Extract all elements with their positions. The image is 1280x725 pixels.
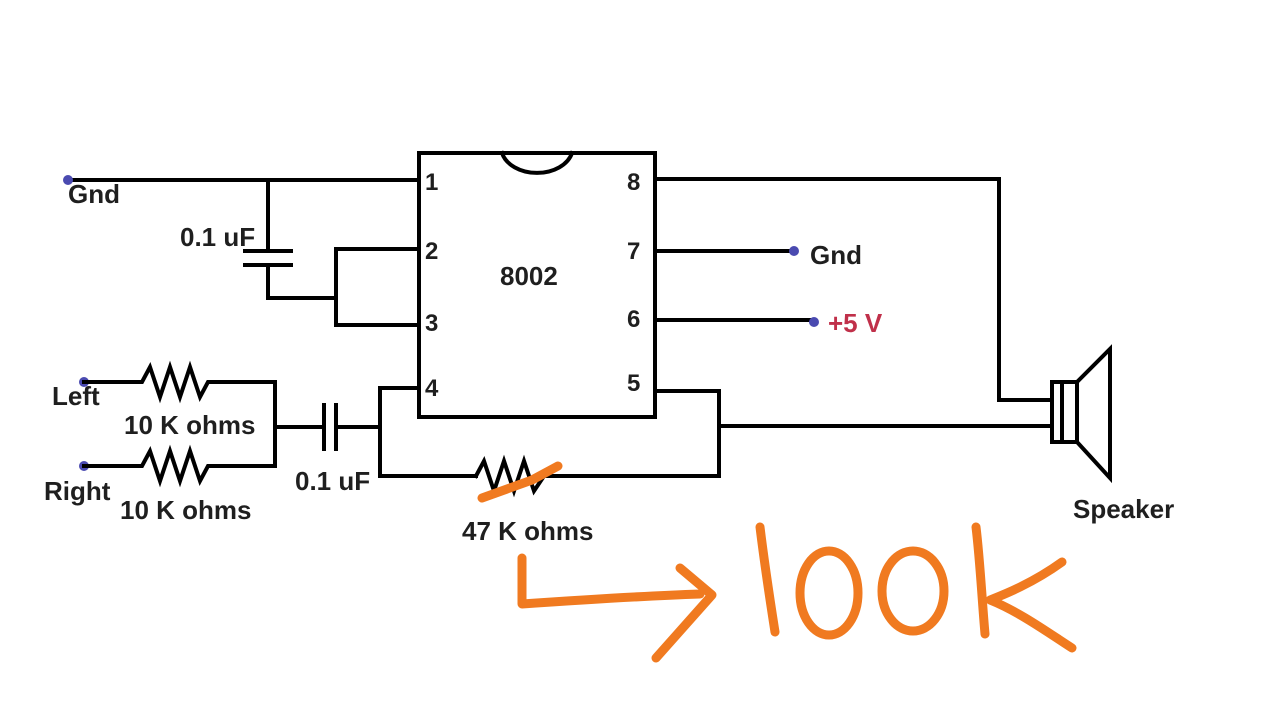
terminal-supply (809, 317, 819, 327)
annotation-strike-resistor (477, 461, 563, 503)
label-cap-top: 0.1 uF (180, 222, 255, 252)
terminal-gnd-right (789, 246, 799, 256)
ic-label: 8002 (500, 261, 558, 291)
wire-cap-top-to-pin2-3 (266, 263, 338, 300)
resistor-right (82, 444, 277, 488)
speaker-magnet (1050, 380, 1079, 444)
label-res-right: 10 K ohms (120, 495, 252, 525)
label-gnd-right: Gnd (810, 240, 862, 270)
label-speaker: Speaker (1073, 494, 1174, 524)
pin-6: 6 (627, 306, 640, 333)
ic-8002-body (417, 151, 657, 419)
annotation-digit-0b (877, 546, 949, 636)
resistor-left (82, 360, 277, 404)
pin-2: 2 (425, 238, 438, 265)
wire-pin2-pin3 (334, 247, 421, 327)
label-right: Right (44, 476, 111, 506)
pin-1: 1 (425, 169, 438, 196)
speaker-cone (1074, 344, 1112, 484)
label-left: Left (52, 381, 100, 411)
label-res-left: 10 K ohms (124, 410, 256, 440)
annotation-letter-k (971, 522, 1077, 653)
pin-7: 7 (627, 238, 640, 265)
pin-4: 4 (425, 375, 439, 402)
wire-pin4-node (378, 386, 478, 478)
label-cap-bottom: 0.1 uF (295, 466, 370, 496)
label-res-feedback: 47 K ohms (462, 516, 594, 546)
pin-5: 5 (627, 370, 640, 397)
terminal-gnd-left (63, 175, 73, 185)
annotation-arrow (517, 553, 717, 663)
label-gnd-left: Gnd (68, 179, 120, 209)
pin-3: 3 (425, 310, 438, 337)
label-supply: +5 V (828, 308, 883, 338)
annotation-digit-0a (795, 546, 863, 640)
ic-notch (499, 150, 575, 175)
resistor-feedback (473, 389, 721, 498)
wire-pin8-speaker (653, 177, 1054, 402)
annotation-digit-1 (755, 522, 780, 637)
pin-8: 8 (627, 169, 640, 196)
